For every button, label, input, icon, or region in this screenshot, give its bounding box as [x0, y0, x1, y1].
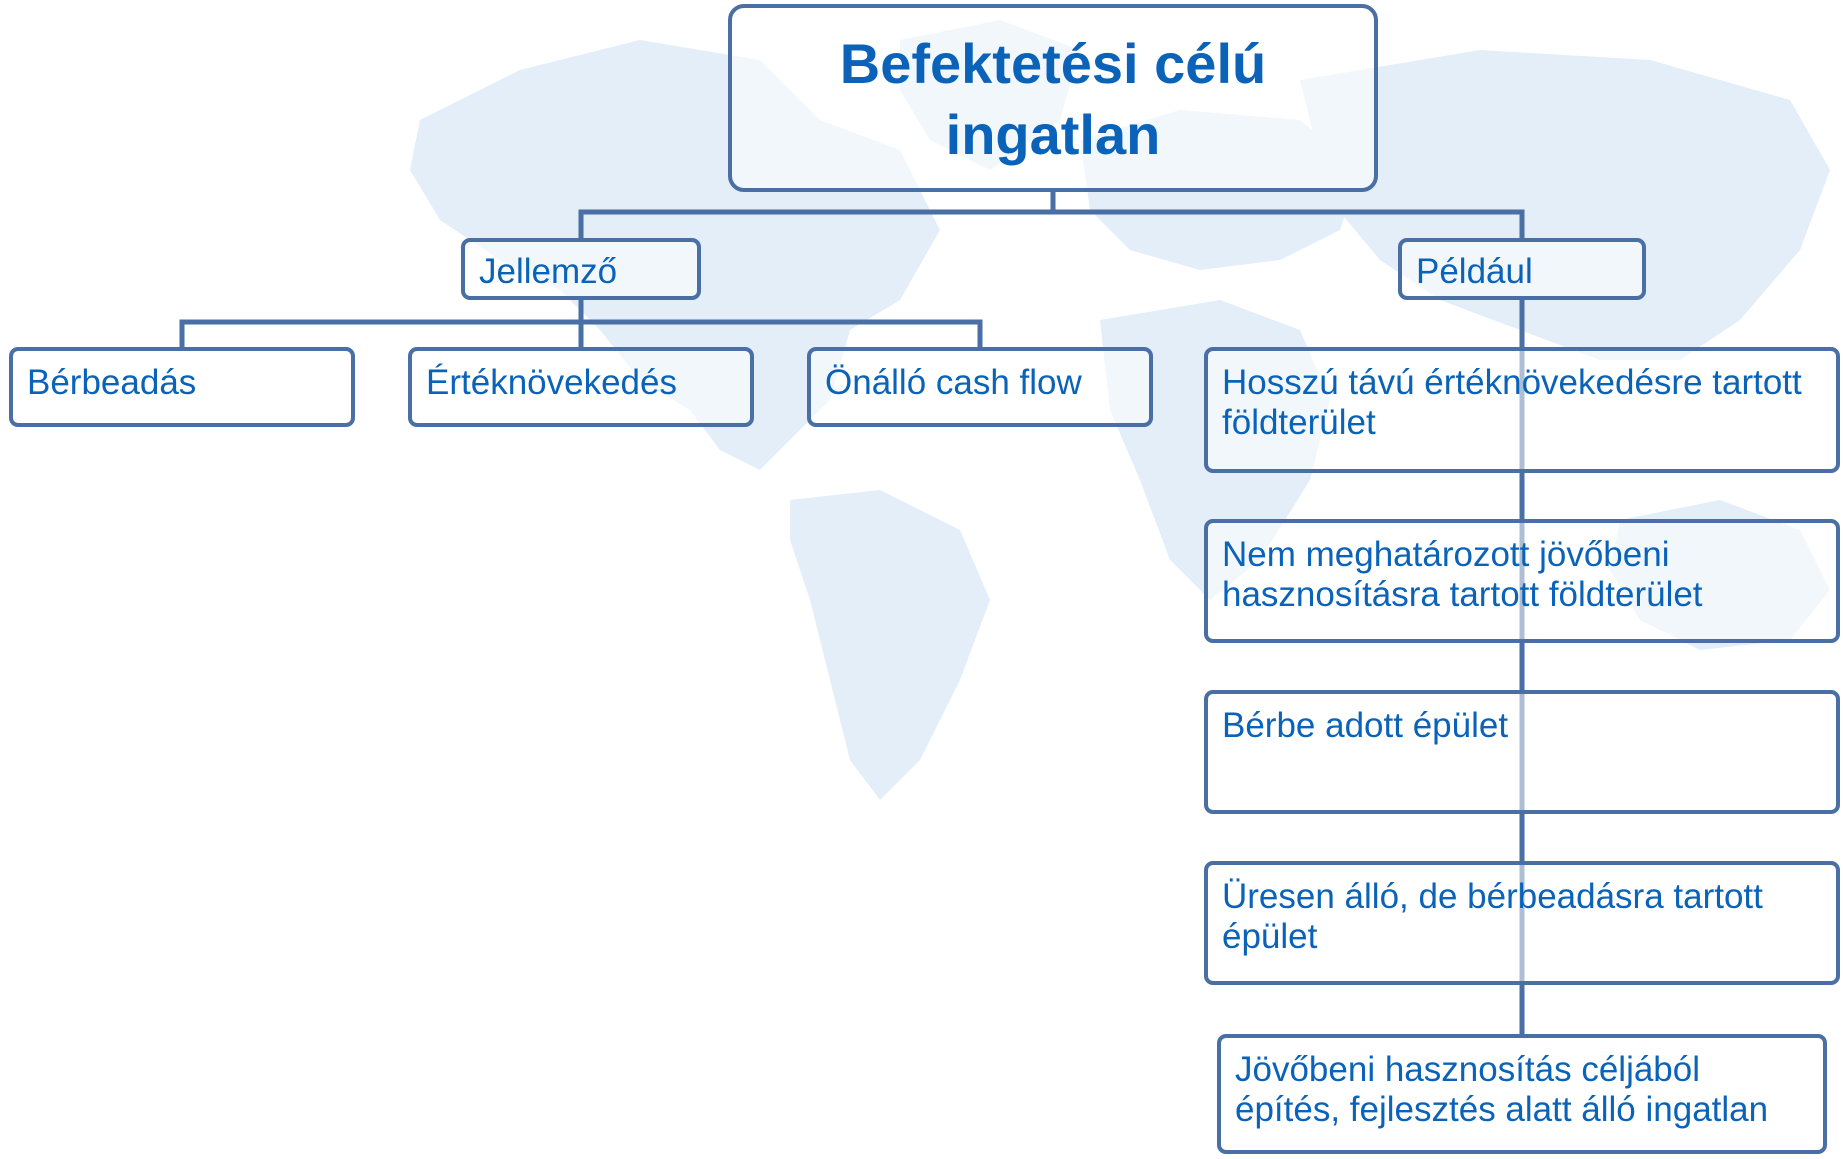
cashflow-label: Önálló cash flow: [825, 363, 1082, 402]
example-box-3: Bérbe adott épület: [1204, 690, 1840, 814]
jellemzo-box: Jellemző: [461, 238, 701, 300]
erteknovekedes-label: Értéknövekedés: [426, 363, 677, 402]
example-box-4: Üresen álló, de bérbeadásra tartott épül…: [1204, 861, 1840, 985]
example-label-3: Bérbe adott épület: [1222, 706, 1509, 745]
example-box-2: Nem meghatározott jövőbeni hasznosításra…: [1204, 519, 1840, 643]
south-america-shape: [790, 490, 990, 800]
example-label-4: Üresen álló, de bérbeadásra tartott épül…: [1222, 877, 1763, 956]
root-box: Befektetési célú ingatlan: [728, 4, 1378, 192]
example-label-5: Jövőbeni hasznosítás céljából építés, fe…: [1235, 1050, 1769, 1129]
berbeadas-box: Bérbeadás: [9, 347, 355, 427]
jellemzo-label: Jellemző: [479, 252, 618, 291]
berbeadas-label: Bérbeadás: [27, 363, 197, 402]
erteknovekedes-box: Értéknövekedés: [408, 347, 754, 427]
example-label-1: Hosszú távú értéknövekedésre tartott föl…: [1222, 363, 1802, 442]
example-box-5: Jövőbeni hasznosítás céljából építés, fe…: [1217, 1034, 1827, 1154]
peldaul-label: Például: [1416, 252, 1533, 291]
peldaul-box: Például: [1398, 238, 1646, 300]
example-box-1: Hosszú távú értéknövekedésre tartott föl…: [1204, 347, 1840, 473]
cashflow-box: Önálló cash flow: [807, 347, 1153, 427]
example-label-2: Nem meghatározott jövőbeni hasznosításra…: [1222, 535, 1703, 614]
root-title: Befektetési célú ingatlan: [839, 32, 1267, 166]
